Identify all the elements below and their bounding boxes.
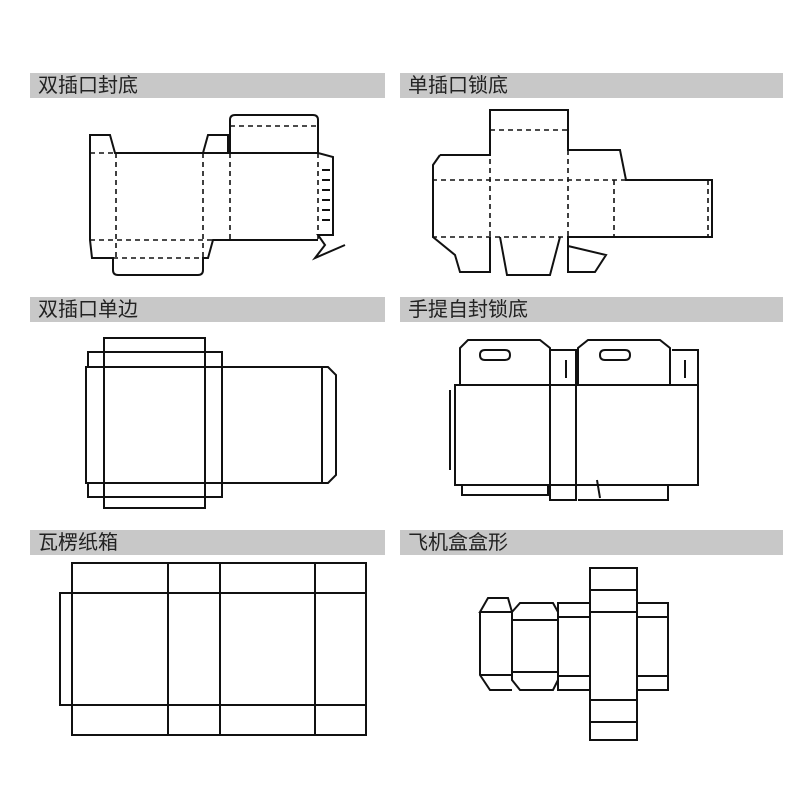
section-title-handle-lock-bottom: 手提自封锁底 — [400, 297, 783, 322]
dieline-single-tuck-lock-bottom — [432, 109, 713, 276]
section-title-double-tuck-single-side: 双插口单边 — [30, 297, 385, 322]
section-title-single-tuck-lock-bottom: 单插口锁底 — [400, 73, 783, 98]
section-title-mailer-box: 飞机盒盒形 — [400, 530, 783, 555]
dieline-mailer-box — [478, 567, 669, 741]
section-title-corrugated-box: 瓦楞纸箱 — [30, 530, 385, 555]
dieline-double-tuck-single-side — [85, 337, 337, 509]
dieline-double-tuck-seal-bottom — [89, 114, 346, 276]
dieline-corrugated-box — [59, 562, 367, 736]
section-title-double-tuck-seal-bottom: 双插口封底 — [30, 73, 385, 98]
dieline-handle-lock-bottom — [449, 339, 699, 501]
